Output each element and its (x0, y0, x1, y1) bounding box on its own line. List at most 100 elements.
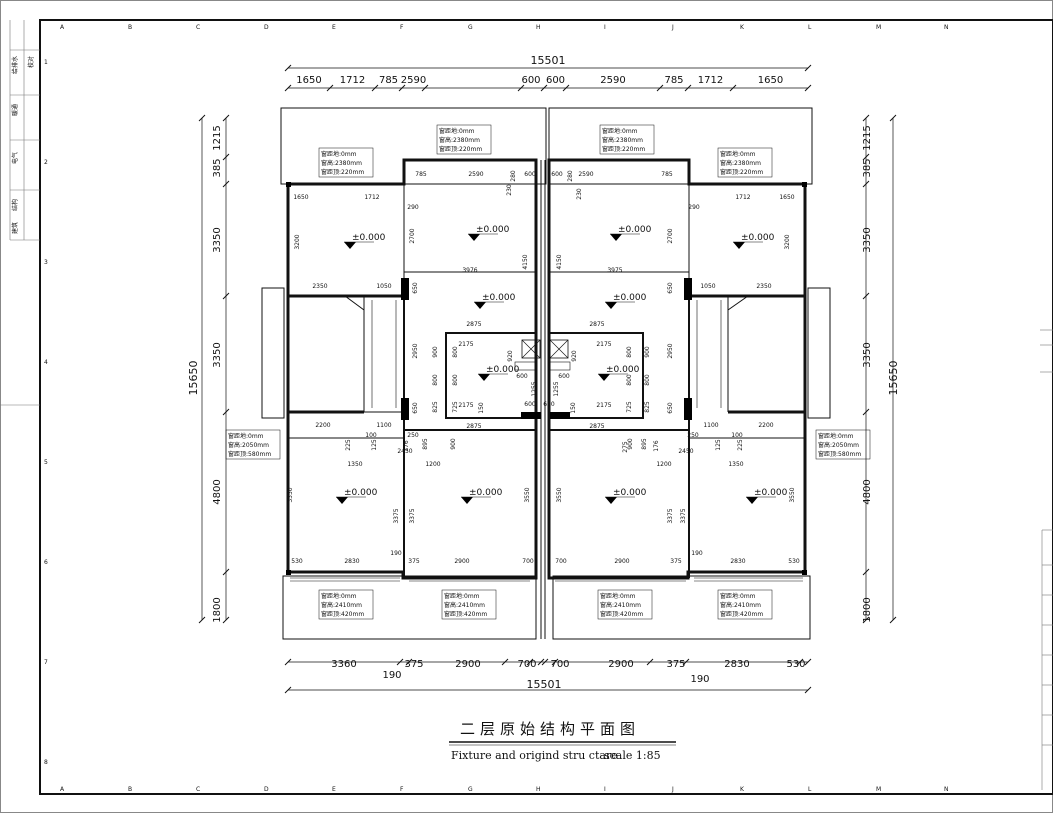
level-label: ±0.000 (613, 293, 647, 303)
level-label: ±0.000 (482, 293, 516, 303)
interior-dimension-label: 3375 (393, 508, 400, 523)
interior-dimension-label: 290 (688, 204, 700, 211)
interior-dimension-label: 1255 (531, 381, 538, 396)
bottom-dimension-label: 2830 (724, 659, 749, 670)
window-note-box (318, 589, 374, 620)
interior-dimension-label: 900 (450, 438, 457, 450)
dimension-tick (682, 658, 690, 666)
level-triangle-icon (474, 302, 486, 309)
dimension-tick (198, 616, 206, 624)
grid-letter-bottom: C (196, 786, 200, 793)
interior-dimension-label: 3200 (784, 234, 791, 249)
grid-letter-bottom: E (332, 786, 336, 793)
grid-number-left: 6 (44, 559, 48, 566)
left-dimension-label: 3350 (212, 342, 223, 367)
structural-columns (286, 182, 807, 575)
window-note-line: 窗高:2380mm (720, 159, 761, 167)
left-dimension-label: 3350 (212, 227, 223, 252)
dimension-tick (804, 686, 812, 694)
dimension-tick (889, 114, 897, 122)
interior-dimension-label: 2700 (409, 228, 416, 243)
dimension-tick (540, 84, 548, 92)
interior-dimension-label: 375 (670, 558, 682, 565)
interior-dimension-label: 1712 (364, 194, 379, 201)
bottom-offset-right: 190 (690, 674, 709, 685)
interior-dimension-label: 3975 (607, 267, 622, 274)
top-dimension-label: 785 (664, 75, 683, 86)
level-triangle-icon (344, 242, 356, 249)
interior-dimension-label: 825 (644, 401, 651, 413)
left-dimension-label: 4800 (212, 479, 223, 504)
window-note-box (318, 147, 374, 178)
interior-dimension-label: 900 (627, 438, 634, 450)
grid-letter-top: F (400, 24, 404, 31)
bottom-offset-left: 190 (382, 670, 401, 681)
interior-dimension-label: 2450 (678, 448, 693, 455)
interior-dimension-label: 100 (365, 432, 377, 439)
level-triangle-icon (478, 374, 490, 381)
level-mark: ±0.000 (598, 365, 640, 381)
level-triangle-icon (605, 302, 617, 309)
interior-dimension-label: 600 (543, 401, 555, 408)
dimension-tick (862, 114, 870, 122)
dimension-tick (284, 658, 292, 666)
top-dimension-label: 785 (379, 75, 398, 86)
window-note-line: 窗距顶:420mm (321, 610, 364, 618)
level-label: ±0.000 (741, 233, 775, 243)
dimension-tick (862, 153, 870, 161)
level-triangle-icon (610, 234, 622, 241)
top-dimension-label: 600 (521, 75, 540, 86)
interior-dimension-label: 1650 (779, 194, 794, 201)
dimension-tick (537, 658, 545, 666)
interior-dimension-label: 800 (644, 374, 651, 386)
window-notes: 窗距地:0mm窗高:2380mm窗距顶:220mm窗距地:0mm窗高:2380m… (225, 124, 871, 620)
window-note-line: 窗距地:0mm (439, 127, 475, 135)
side-strip-label: 暖通 (11, 104, 19, 116)
interior-dimension-label: 530 (788, 558, 800, 565)
window-note-box (717, 147, 773, 178)
interior-dimension-label: 650 (412, 402, 419, 414)
top-dimension-label: 1712 (340, 75, 365, 86)
dimension-tick (222, 408, 230, 416)
window-note-line: 窗距地:0mm (444, 592, 480, 600)
dimension-tick (646, 658, 654, 666)
grid-letter-top: I (604, 24, 606, 31)
interior-dimension-label: 2590 (468, 171, 483, 178)
dimension-tick (862, 180, 870, 188)
interior-dimension-label: 190 (390, 550, 402, 557)
dimension-tick (326, 84, 334, 92)
interior-dimension-label: 600 (516, 373, 528, 380)
dimension-tick (656, 84, 664, 92)
level-mark: ±0.000 (610, 225, 652, 241)
level-label: ±0.000 (618, 225, 652, 235)
dimension-tick (804, 64, 812, 72)
dimension-tick (862, 616, 870, 624)
interior-dimension-label: 3375 (667, 508, 674, 523)
interior-dimension-label: 1100 (703, 422, 718, 429)
dimension-tick (284, 686, 292, 694)
dimension-tick (405, 658, 413, 666)
grid-number-left: 3 (44, 259, 48, 266)
interior-dimension-label: 1650 (293, 194, 308, 201)
right-overall-dimension: 15650 (887, 361, 900, 396)
interior-dimension-label: 800 (452, 346, 459, 358)
window-note-box (597, 589, 653, 620)
bottom-dimension-label: 375 (666, 659, 685, 670)
bottom-dimension-label: 700 (550, 659, 569, 670)
interior-dimension-label: 1050 (700, 283, 715, 290)
interior-dimension-label: 4150 (556, 254, 563, 269)
grid-number-left: 1 (44, 59, 48, 66)
window-note-box (225, 429, 281, 460)
dimension-tick (222, 568, 230, 576)
bottom-dimension-label: 375 (404, 659, 423, 670)
grid-letter-top: N (944, 24, 949, 31)
grid-letter-bottom: J (671, 786, 674, 793)
interior-dimension-label: 2175 (596, 341, 611, 348)
interior-dimension-label: 2700 (667, 228, 674, 243)
dimension-tick (284, 64, 292, 72)
